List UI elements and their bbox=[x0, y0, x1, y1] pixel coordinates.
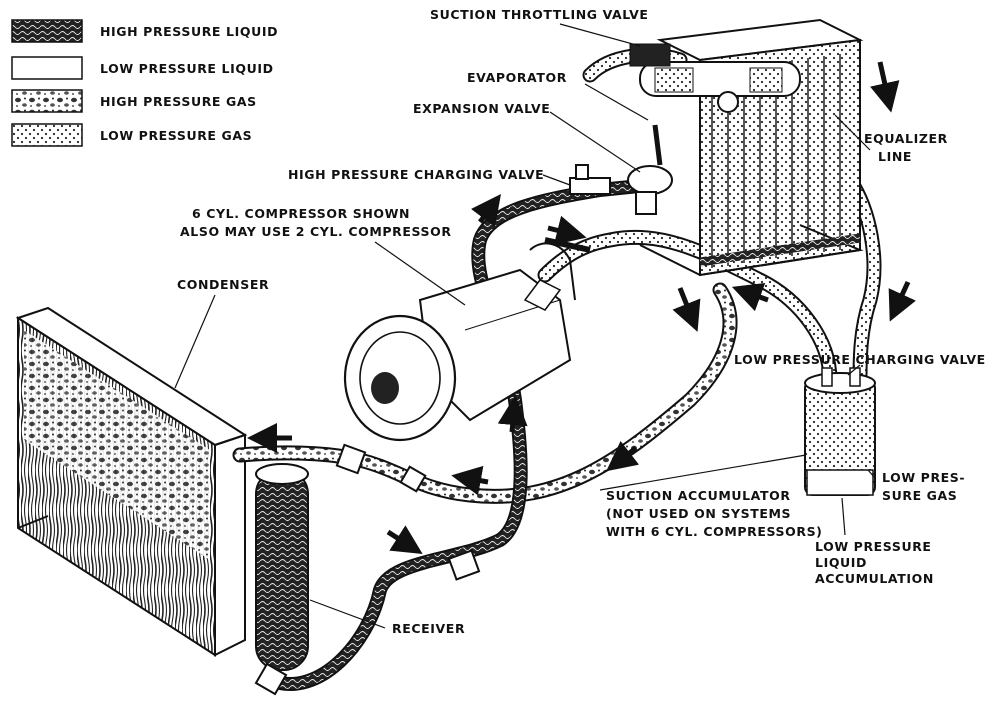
legend-swatch-high-pressure-liquid bbox=[11, 19, 83, 43]
label-suction-accumulator-1: SUCTION ACCUMULATOR bbox=[606, 488, 791, 503]
flow-arrow bbox=[672, 287, 701, 332]
legend-label-low-pressure-liquid: LOW PRESSURE LIQUID bbox=[100, 61, 274, 76]
flow-arrow bbox=[497, 395, 528, 433]
label-equalizer-line-2: LINE bbox=[878, 149, 912, 164]
label-receiver: RECEIVER bbox=[392, 621, 465, 636]
legend-label-high-pressure-gas: HIGH PRESSURE GAS bbox=[100, 94, 257, 109]
label-condenser: CONDENSER bbox=[177, 277, 269, 292]
flow-arrow bbox=[606, 440, 640, 472]
legend-swatch-high-pressure-gas bbox=[11, 89, 83, 113]
receiver bbox=[255, 463, 309, 671]
label-compressor-2: ALSO MAY USE 2 CYL. COMPRESSOR bbox=[180, 224, 452, 239]
label-suction-accumulator-3: WITH 6 CYL. COMPRESSORS) bbox=[606, 524, 823, 539]
flow-arrows bbox=[247, 61, 916, 555]
leader-lines bbox=[174, 23, 876, 629]
compressor bbox=[343, 237, 591, 442]
flow-arrow bbox=[386, 525, 423, 555]
legend: HIGH PRESSURE LIQUID LOW PRESSURE LIQUID… bbox=[11, 19, 278, 147]
legend-swatch-low-pressure-liquid bbox=[11, 56, 83, 80]
flow-arrow bbox=[547, 215, 587, 245]
label-low-pressure-gas-2: SURE GAS bbox=[882, 488, 957, 503]
flow-arrow bbox=[451, 465, 489, 496]
label-expansion-valve: EXPANSION VALVE bbox=[413, 101, 550, 116]
label-suction-accumulator-2: (NOT USED ON SYSTEMS bbox=[606, 506, 791, 521]
flow-arrow bbox=[888, 280, 916, 322]
suction-throttling-valve bbox=[629, 43, 801, 113]
label-low-pressure-charging-valve: LOW PRESSURE CHARGING VALVE bbox=[734, 352, 986, 367]
flow-arrow bbox=[471, 194, 501, 227]
label-low-pressure-gas-1: LOW PRES- bbox=[882, 470, 965, 485]
labels: SUCTION THROTTLING VALVE EVAPORATOR EXPA… bbox=[177, 7, 986, 636]
legend-label-low-pressure-gas: LOW PRESSURE GAS bbox=[100, 128, 252, 143]
label-low-pressure-liquid-accumulation-2: LIQUID bbox=[815, 555, 867, 570]
label-evaporator: EVAPORATOR bbox=[467, 70, 567, 85]
condenser bbox=[15, 306, 248, 657]
hoses bbox=[232, 47, 882, 696]
suction-accumulator bbox=[804, 367, 876, 496]
label-suction-throttling-valve: SUCTION THROTTLING VALVE bbox=[430, 7, 649, 22]
label-high-pressure-charging-valve: HIGH PRESSURE CHARGING VALVE bbox=[288, 167, 544, 182]
legend-swatch-low-pressure-gas bbox=[11, 123, 83, 147]
expansion-valve bbox=[627, 124, 673, 215]
flow-arrow bbox=[870, 61, 900, 113]
legend-label-high-pressure-liquid: HIGH PRESSURE LIQUID bbox=[100, 24, 278, 39]
label-low-pressure-liquid-accumulation-1: LOW PRESSURE bbox=[815, 539, 932, 554]
label-compressor-1: 6 CYL. COMPRESSOR SHOWN bbox=[192, 206, 410, 221]
label-equalizer-line-1: EQUALIZER bbox=[864, 131, 948, 146]
flow-arrow bbox=[731, 283, 769, 312]
label-low-pressure-liquid-accumulation-3: ACCUMULATION bbox=[815, 571, 934, 586]
high-pressure-charging-valve bbox=[569, 164, 611, 195]
